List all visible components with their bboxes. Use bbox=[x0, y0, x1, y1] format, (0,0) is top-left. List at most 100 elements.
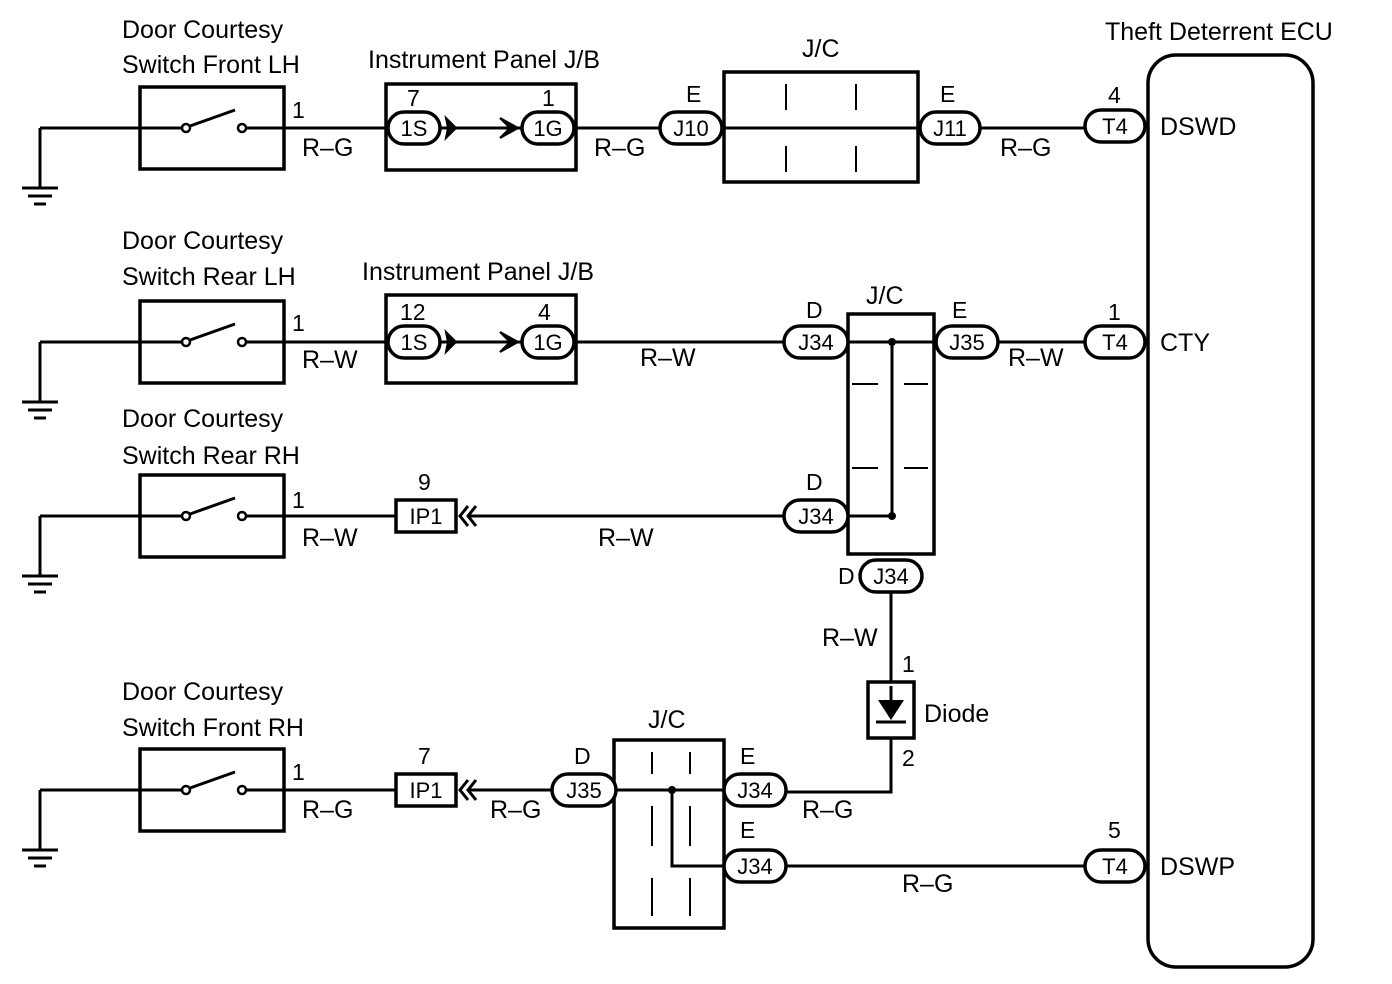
j34-a-connector bbox=[782, 324, 850, 360]
ip1-a-body bbox=[394, 498, 458, 534]
j34-b-label: J34 bbox=[798, 504, 833, 529]
ecu-connector-dswd-label: T4 bbox=[1102, 114, 1128, 139]
jb-2-connector-right bbox=[520, 324, 576, 360]
diode-label: Diode bbox=[924, 700, 989, 728]
ground-symbol bbox=[22, 400, 58, 420]
splice-dot bbox=[668, 786, 676, 794]
jb-1-pin-right: 1 bbox=[542, 85, 555, 111]
vertical-wire-label: R–W bbox=[822, 624, 878, 652]
switch-front-lh-pin: 1 bbox=[292, 97, 305, 123]
j35-a-letter: E bbox=[952, 297, 967, 323]
jb-2-pin-left: 12 bbox=[400, 299, 426, 325]
j34-d-letter: E bbox=[740, 743, 755, 769]
row4-mid-wire-label: R–G bbox=[490, 796, 541, 824]
jb-2-connector-right-label: 1G bbox=[533, 330, 562, 355]
ecu-pin-dswd-name: DSWD bbox=[1160, 113, 1236, 141]
ecu-pin-cty-number: 1 bbox=[1108, 299, 1121, 325]
jc-1: J/C E J10 E J11 bbox=[658, 35, 982, 184]
ip1-connector-b: 7 IP1 bbox=[394, 743, 478, 808]
door-switch-rear-lh: Door Courtesy Switch Rear LH 1 R–W bbox=[22, 227, 358, 420]
j11-connector bbox=[918, 110, 982, 146]
ground-symbol bbox=[22, 574, 58, 594]
door-switch-front-rh: Door Courtesy Switch Front RH 1 R–G bbox=[22, 678, 353, 868]
ground-symbol bbox=[22, 848, 58, 868]
ecu-connector-cty-label: T4 bbox=[1102, 330, 1128, 355]
diode-pin-bottom: 2 bbox=[902, 745, 915, 771]
wire-diode-out bbox=[786, 738, 893, 794]
switch-front-rh-wire-label: R–G bbox=[302, 796, 353, 824]
instrument-panel-jb-1: Instrument Panel J/B 7 1S 1 1G bbox=[368, 46, 600, 172]
row3-mid-wire-label: R–W bbox=[598, 524, 654, 552]
switch-front-lh-wire-label: R–G bbox=[302, 134, 353, 162]
theft-deterrent-ecu: Theft Deterrent ECU 4 T4 DSWD 1 T4 CTY 5… bbox=[1083, 18, 1333, 969]
splice-dot bbox=[888, 512, 896, 520]
j34-e-label: J34 bbox=[737, 854, 772, 879]
jc-2: J/C D J34 E J35 D J34 D J34 bbox=[782, 282, 1000, 594]
ecu-title: Theft Deterrent ECU bbox=[1105, 18, 1333, 46]
switch-front-lh-title-line1: Door Courtesy bbox=[122, 16, 284, 44]
j35-b-letter: D bbox=[574, 743, 591, 769]
row1-mid-wire-label: R–G bbox=[594, 134, 645, 162]
j34-c-label: J34 bbox=[873, 564, 908, 589]
ecu-pin-dswd-number: 4 bbox=[1108, 82, 1121, 108]
j11-letter: E bbox=[940, 81, 955, 107]
ip1-b-pin: 7 bbox=[418, 743, 431, 769]
j10-connector bbox=[658, 110, 724, 146]
j10-label: J10 bbox=[673, 116, 708, 141]
jc-2-title: J/C bbox=[866, 282, 904, 310]
jc-1-title: J/C bbox=[802, 35, 840, 63]
switch-rear-rh-pin: 1 bbox=[292, 487, 305, 513]
diode-symbol-icon bbox=[878, 700, 904, 720]
ecu-pin-dswp-name: DSWP bbox=[1160, 853, 1235, 881]
switch-rear-rh-title-line2: Switch Rear RH bbox=[122, 442, 300, 470]
switch-rear-lh-pin: 1 bbox=[292, 310, 305, 336]
row2-mid-wire-label: R–W bbox=[640, 344, 696, 372]
switch-front-rh-pin: 1 bbox=[292, 759, 305, 785]
j10-letter: E bbox=[686, 81, 701, 107]
j11-label: J11 bbox=[933, 116, 967, 141]
ip1-a-label: IP1 bbox=[409, 504, 442, 529]
jb-2-title: Instrument Panel J/B bbox=[362, 258, 594, 286]
splice-dot bbox=[888, 338, 896, 346]
jb-1-connector-left-label: 1S bbox=[401, 116, 428, 141]
jb-2-connector-left-label: 1S bbox=[401, 330, 428, 355]
ip1-b-label: IP1 bbox=[409, 778, 442, 803]
instrument-panel-jb-2: Instrument Panel J/B 12 1S 4 1G bbox=[362, 258, 594, 385]
ip1-a-pin: 9 bbox=[418, 469, 431, 495]
switch-rear-lh-title-line2: Switch Rear LH bbox=[122, 263, 296, 291]
door-switch-rear-rh: Door Courtesy Switch Rear RH 1 R–W bbox=[22, 405, 358, 594]
j35-b-label: J35 bbox=[566, 778, 601, 803]
switch-rear-rh-wire-label: R–W bbox=[302, 524, 358, 552]
door-switch-front-lh: Door Courtesy Switch Front LH 1 R–G bbox=[22, 16, 353, 206]
switch-rear-lh-wire-label: R–W bbox=[302, 346, 358, 374]
switch-front-rh-title-line1: Door Courtesy bbox=[122, 678, 284, 706]
j35-b-connector bbox=[550, 772, 618, 808]
splice-arrows bbox=[444, 114, 521, 142]
j34-b-letter: D bbox=[806, 469, 823, 495]
jc-3-body bbox=[612, 738, 726, 930]
jb-1-title: Instrument Panel J/B bbox=[368, 46, 600, 74]
ecu-pin-dswp-number: 5 bbox=[1108, 817, 1121, 843]
ecu-connector-dswp-label: T4 bbox=[1102, 854, 1128, 879]
j35-a-label: J35 bbox=[949, 330, 984, 355]
jb-1-connector-right-label: 1G bbox=[533, 116, 562, 141]
diode-pin-top: 1 bbox=[902, 651, 915, 677]
switch-rear-lh-title-line1: Door Courtesy bbox=[122, 227, 284, 255]
row1-right-wire-label: R–G bbox=[1000, 134, 1051, 162]
j34-d-label: J34 bbox=[737, 778, 772, 803]
j35-a-connector bbox=[934, 324, 1000, 360]
j34-e-letter: E bbox=[740, 817, 755, 843]
j34-d-connector bbox=[722, 772, 788, 808]
jb-2-pin-right: 4 bbox=[538, 299, 551, 325]
ecu-connector-dswd bbox=[1083, 108, 1147, 144]
j34-c-letter: D bbox=[838, 563, 855, 589]
jb-1-connector-right bbox=[520, 110, 576, 146]
jb-1-pin-left: 7 bbox=[407, 85, 420, 111]
row2-right-wire-label: R–W bbox=[1008, 344, 1064, 372]
row5-wire-label: R–G bbox=[902, 870, 953, 898]
ip1-connector-a: 9 IP1 bbox=[394, 469, 478, 534]
ip1-b-body bbox=[394, 772, 458, 808]
switch-rear-rh-title-line1: Door Courtesy bbox=[122, 405, 284, 433]
jc-3: J/C D J35 E J34 E J34 bbox=[550, 706, 788, 930]
